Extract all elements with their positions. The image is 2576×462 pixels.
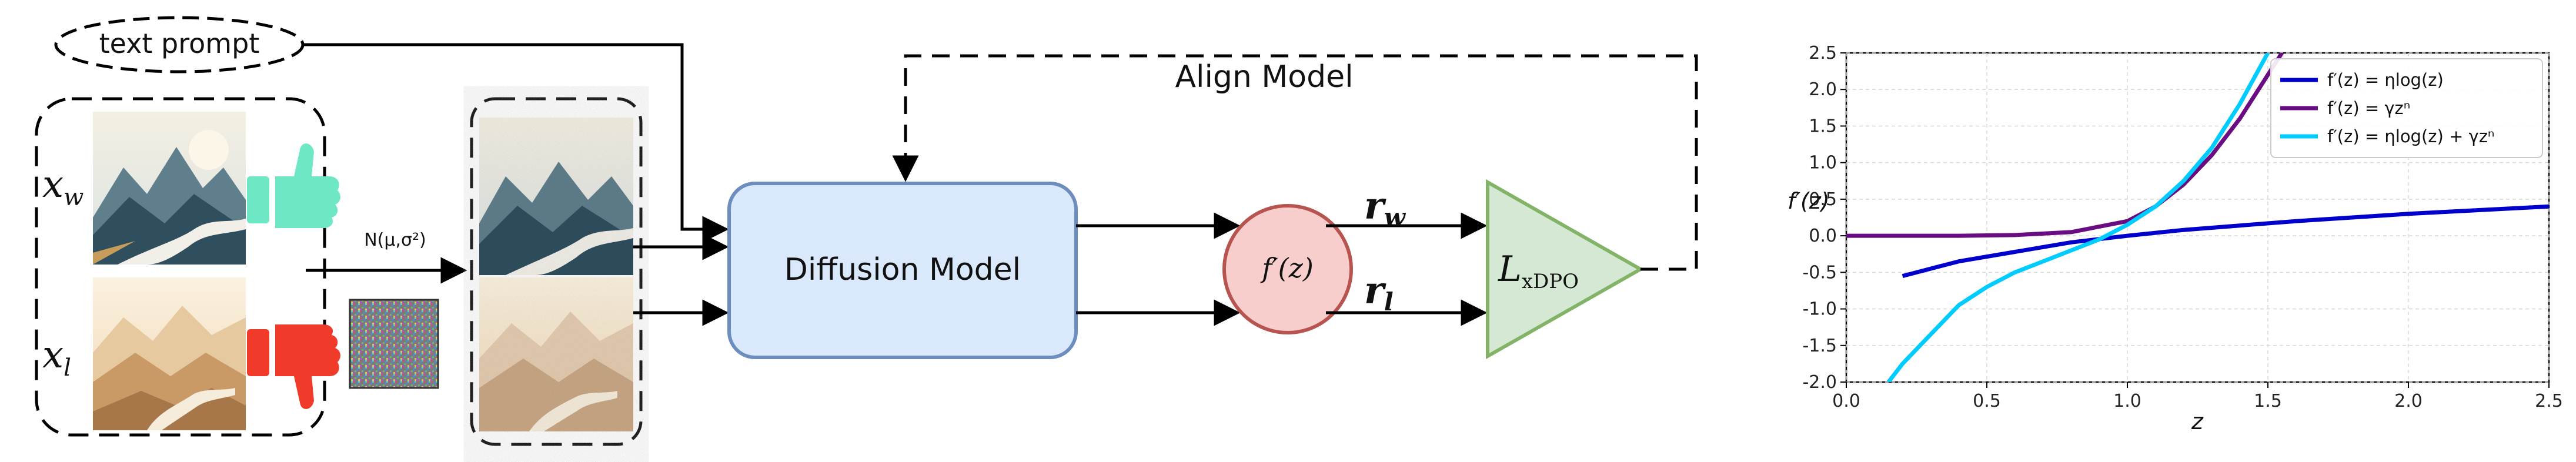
dispreferred-landscape-image — [93, 277, 246, 430]
prompt-arrow — [303, 43, 729, 243]
noise-distribution-label: N(μ,σ²) — [364, 230, 426, 250]
x-tick-label: 2.0 — [2394, 391, 2423, 411]
legend-label-1: f′(z) = ηlog(z) — [2327, 70, 2444, 90]
x-axis-label: z — [2191, 409, 2204, 434]
x-tick-label: 1.5 — [2254, 391, 2282, 411]
x-tick-label: 0.0 — [1832, 391, 1860, 411]
y-tick-label: 0.0 — [1809, 226, 1837, 246]
thumbs-down-icon — [247, 324, 340, 409]
y-tick-label: 1.5 — [1809, 116, 1837, 136]
y-tick-label: -0.5 — [1802, 262, 1837, 283]
tick-labels: 0.0 0.5 1.0 1.5 2.0 2.5 -2.0 -1.5 -1.0 -0.5 0.0 0.5… — [1802, 43, 2562, 411]
y-tick-label: -1.0 — [1802, 299, 1837, 320]
text-prompt-label: text prompt — [99, 28, 260, 59]
y-axis-label: f′(z) — [1788, 188, 1830, 214]
legend-box — [2270, 58, 2543, 158]
diffusion-model-node: Diffusion Model — [727, 182, 1078, 359]
series-line-3 — [1886, 53, 2270, 382]
thumbs-up-icon — [247, 143, 340, 228]
y-tick-label: -2.0 — [1802, 372, 1837, 393]
f-prime-chart: 0.0 0.5 1.0 1.5 2.0 2.5 -2.0 -1.5 -1.0 -0.5 0.0 0.5… — [1788, 43, 2563, 434]
series-line-1 — [1902, 204, 2549, 278]
align-feedback-arrow — [892, 54, 1698, 271]
y-tick-label: 1.0 — [1809, 153, 1837, 173]
noisy-image-pair — [470, 97, 643, 446]
align-model-label: Align Model — [1175, 59, 1353, 95]
y-tick-label: -1.5 — [1802, 336, 1837, 356]
legend-label-3: f′(z) = ηlog(z) + γzⁿ — [2327, 126, 2495, 146]
x-l-label: xl — [42, 333, 71, 381]
y-tick-label: 2.0 — [1809, 79, 1837, 100]
noise-icon — [349, 299, 439, 389]
x-tick-label: 1.0 — [2113, 391, 2141, 411]
legend-label-2: f′(z) = γzⁿ — [2327, 98, 2410, 118]
x-w-label: xw — [42, 163, 83, 211]
x-tick-label: 2.5 — [2535, 391, 2563, 411]
preferred-landscape-image — [93, 112, 246, 265]
y-tick-label: 2.5 — [1809, 43, 1837, 63]
legend: f′(z) = ηlog(z) f′(z) = γzⁿ f′(z) = ηlog(z… — [2270, 58, 2543, 158]
loss-label: LxDPO — [1498, 249, 1579, 293]
r-w-label: rw — [1364, 184, 1406, 232]
series-layer — [1846, 53, 2549, 382]
y-tick-label: 0.5 — [1809, 189, 1837, 210]
r-l-label: rl — [1364, 269, 1394, 316]
diffusion-model-label: Diffusion Model — [784, 252, 1021, 287]
text-prompt-node: text prompt — [54, 16, 305, 73]
x-tick-label: 0.5 — [1973, 391, 2001, 411]
f-prime-node: f′(z) — [1222, 204, 1353, 334]
input-image-pair: xw xl — [35, 97, 340, 437]
loss-node: LxDPO — [1486, 179, 1645, 360]
f-prime-label: f′(z) — [1260, 252, 1314, 284]
